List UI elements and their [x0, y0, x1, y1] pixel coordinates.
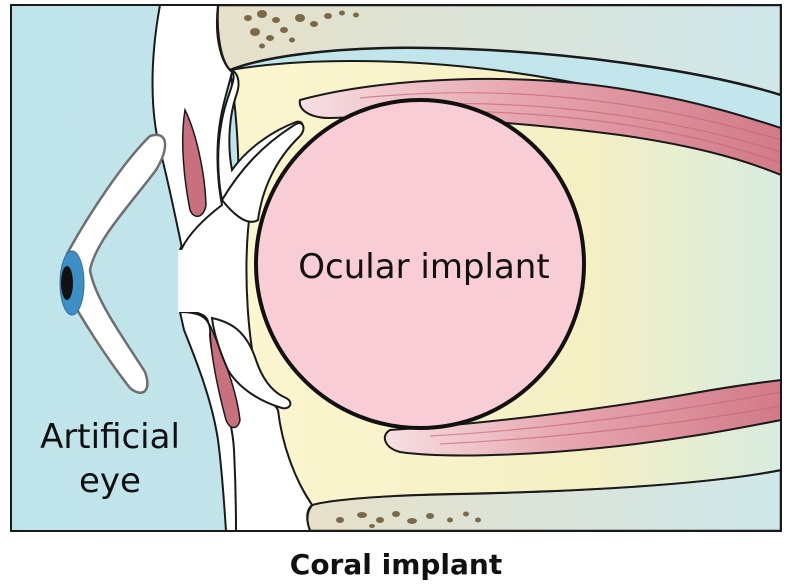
artificial-eye-label-line2: eye — [79, 461, 141, 501]
pupil — [61, 266, 73, 300]
figure-caption: Coral implant — [290, 548, 502, 581]
conjunctiva-stub — [178, 250, 213, 312]
ocular-implant-label: Ocular implant — [298, 247, 549, 287]
artificial-eye-label-line1: Artificial — [40, 417, 180, 457]
